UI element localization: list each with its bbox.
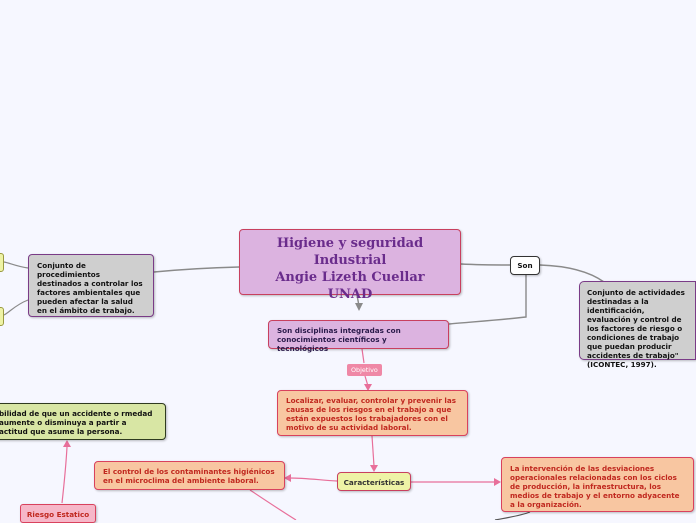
left-stub-bottom[interactable] (0, 307, 4, 326)
central-topic[interactable]: Higiene y seguridad Industrial Angie Liz… (239, 229, 461, 302)
objetivo-node[interactable]: Localizar, evaluar, controlar y prevenir… (277, 390, 468, 436)
left-definition-node[interactable]: Conjunto de procedimientos destinados a … (28, 254, 154, 317)
disciplinas-text: Son disciplinas integradas con conocimie… (277, 326, 401, 353)
left-stub-top[interactable] (0, 253, 4, 272)
riesgo-estatico-label: Riesgo Estatico (26, 510, 90, 519)
edge-left-stub-bottom (3, 299, 29, 316)
edge-contaminantes-down (249, 489, 297, 520)
probabilidad-text: bilidad de que un accidente o rmedad aum… (0, 409, 153, 436)
contaminantes-node[interactable]: El control de los contaminantes higiénic… (94, 461, 285, 490)
central-title-line3: UNAD (327, 286, 373, 302)
edge-son-disciplinas (448, 275, 527, 325)
edge-central-son (460, 263, 511, 266)
intervencion-node[interactable]: La intervención de las desviaciones oper… (501, 457, 694, 512)
left-definition-text: Conjunto de procedimientos destinados a … (37, 261, 143, 315)
edge-disciplinas-objetivo (361, 348, 365, 364)
riesgo-estatico-node[interactable]: Riesgo Estatico (20, 504, 96, 523)
edge-son-right (539, 264, 605, 283)
central-title-line1: Higiene y seguridad Industrial (276, 236, 424, 268)
edge-riesgo-prob (61, 446, 68, 504)
edge-caract-contaminantes (288, 477, 338, 482)
caracteristicas-node[interactable]: Características (337, 472, 411, 491)
contaminantes-text: El control de los contaminantes higiénic… (103, 467, 275, 485)
right-definition-node[interactable]: Conjunto de actividades destinadas a la … (579, 281, 696, 369)
objetivo-label: Objetivo (351, 366, 378, 374)
edge-right-bottom (494, 511, 531, 520)
son-node[interactable]: Son (510, 256, 540, 275)
central-title-line2: Angie Lizeth Cuellar (275, 269, 425, 285)
son-label: Son (517, 261, 533, 270)
caracteristicas-label: Características (343, 478, 405, 487)
intervencion-text: La intervención de las desviaciones oper… (510, 464, 680, 509)
edge-central-left (153, 266, 240, 273)
probabilidad-node[interactable]: bilidad de que un accidente o rmedad aum… (0, 403, 166, 440)
edge-left-stub-top (3, 261, 29, 269)
edge-objetivo-caracteristicas (371, 435, 375, 467)
objetivo-text: Localizar, evaluar, controlar y prevenir… (286, 396, 456, 432)
objetivo-tag[interactable]: Objetivo (347, 364, 382, 376)
right-definition-text: Conjunto de actividades destinadas a la … (587, 288, 685, 369)
disciplinas-node[interactable]: Son disciplinas integradas con conocimie… (268, 320, 449, 353)
